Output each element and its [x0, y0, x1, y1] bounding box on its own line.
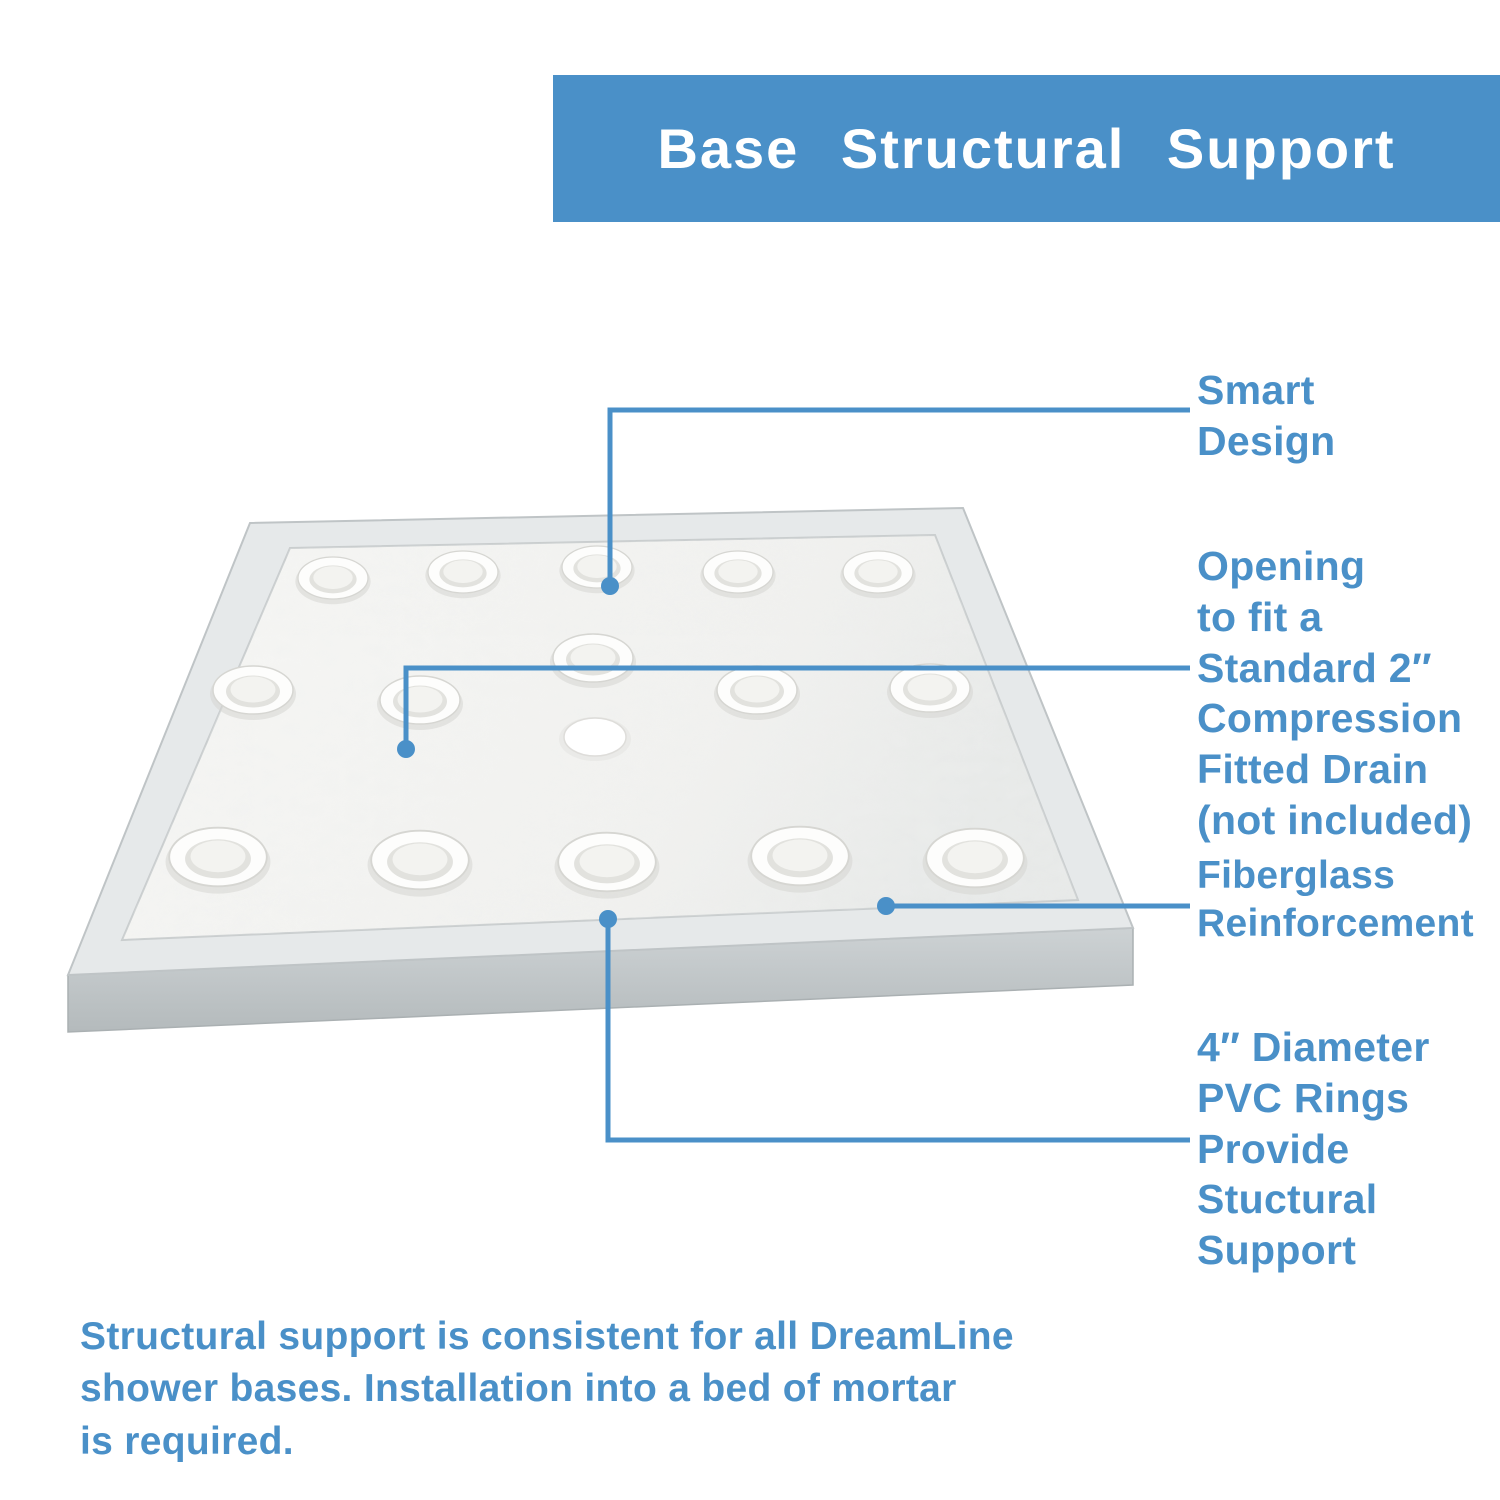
callout-dot-pvc-rings	[599, 910, 617, 928]
callout-dot-fiberglass	[877, 897, 895, 915]
callout-lines	[397, 407, 1190, 1143]
callout-line-pvc-rings	[605, 922, 1190, 1143]
callout-line-smart-design	[607, 407, 1190, 580]
pvc-ring	[886, 663, 974, 719]
pvc-ring	[699, 550, 777, 599]
pvc-ring	[713, 665, 801, 721]
callout-dot-smart-design	[601, 577, 619, 595]
pvc-ring	[209, 665, 297, 721]
callout-label-fiberglass: Fiberglass Reinforcement	[1197, 854, 1474, 946]
page-title: Base Structural Support	[657, 117, 1396, 180]
pvc-ring	[294, 556, 372, 605]
callout-dot-drain-opening	[397, 740, 415, 758]
callout-label-smart-design: Smart Design	[1197, 367, 1336, 464]
pvc-ring	[558, 545, 636, 594]
pvc-ring	[921, 827, 1029, 896]
callout-line-drain-opening	[403, 665, 1190, 742]
pvc-ring	[424, 550, 502, 599]
footer-note: Structural support is consistent for all…	[80, 1315, 1014, 1463]
pvc-ring	[376, 675, 464, 731]
callout-label-drain-opening: Opening to fit a Standard 2″ Compression…	[1197, 543, 1473, 844]
pvc-ring	[164, 826, 272, 895]
pvc-ring	[839, 550, 917, 599]
drain-opening	[559, 717, 631, 761]
callout-label-pvc-rings: 4″ Diameter PVC Rings Provide Stuctural …	[1197, 1024, 1430, 1274]
base-pan	[66, 506, 1135, 1033]
title-banner: Base Structural Support	[553, 75, 1500, 222]
pvc-ring	[553, 831, 661, 900]
pvc-ring	[746, 825, 854, 894]
pvc-ring	[366, 829, 474, 898]
pvc-ring	[549, 633, 637, 689]
